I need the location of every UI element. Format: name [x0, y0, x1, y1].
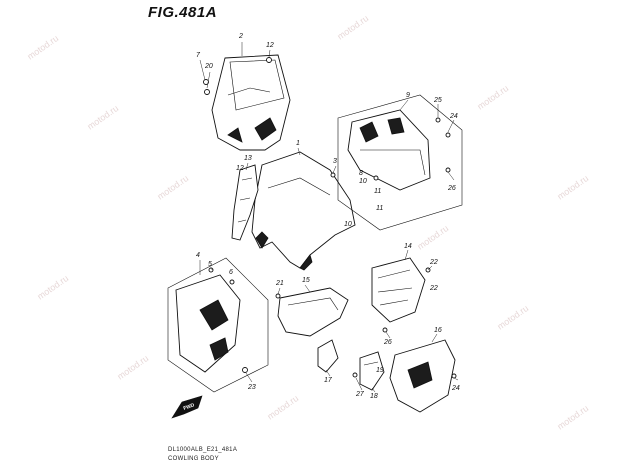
- callout-11: 11: [374, 188, 381, 195]
- callout-8: 8: [359, 170, 363, 177]
- side-bracket-part: [231, 164, 259, 241]
- windscreen-part: [211, 54, 291, 151]
- callout-labels: 1 2 3 4 5 6 7 8 9 10 11 12 13 14 15 16 1…: [196, 33, 460, 400]
- watermark-text: motod.ru: [415, 223, 450, 252]
- callout-5: 5: [208, 261, 212, 268]
- watermark-text: motod.ru: [265, 393, 300, 422]
- fwd-label: FWD: [183, 402, 196, 412]
- watermark-text: motod.ru: [555, 173, 590, 202]
- callout-12: 12: [266, 42, 274, 49]
- callout-10b: 10: [344, 221, 352, 228]
- callout-14: 14: [404, 243, 412, 250]
- callout-27: 27: [355, 391, 365, 398]
- callout-4: 4: [196, 252, 200, 259]
- model-code: DL1000ALB_E21_481A: [168, 447, 238, 453]
- callout-17: 17: [324, 377, 333, 384]
- leader-lines: [199, 42, 459, 393]
- callout-22: 22: [429, 259, 438, 266]
- callout-1: 1: [296, 140, 300, 147]
- watermark-text: motod.ru: [35, 273, 70, 302]
- watermark-text: motod.ru: [85, 103, 120, 132]
- watermark-text: motod.ru: [475, 83, 510, 112]
- side-cover-left-part: [277, 287, 349, 337]
- callout-18: 18: [370, 393, 378, 400]
- watermark-text: motod.ru: [495, 303, 530, 332]
- callout-19: 19: [376, 367, 384, 374]
- watermark-text: motod.ru: [155, 173, 190, 202]
- callout-6: 6: [229, 269, 233, 276]
- callout-12b: 12: [236, 165, 244, 172]
- watermark-text: motod.ru: [335, 13, 370, 42]
- callout-2: 2: [238, 33, 243, 40]
- callout-23: 23: [247, 384, 256, 391]
- fwd-arrow-icon: FWD: [171, 395, 203, 419]
- meter-panel-part: [337, 94, 463, 231]
- callout-24b: 24: [451, 385, 460, 392]
- callout-9: 9: [406, 92, 410, 99]
- callout-15: 15: [302, 277, 310, 284]
- callout-7: 7: [196, 52, 201, 59]
- callout-11b: 11: [376, 205, 383, 212]
- figure-title: FIG.481A: [148, 4, 218, 21]
- watermark-text: motod.ru: [115, 353, 150, 382]
- callout-22b: 22: [429, 285, 438, 292]
- watermark-text: motod.ru: [25, 33, 60, 62]
- figure-name: COWLING BODY: [168, 456, 219, 462]
- callout-26: 26: [383, 339, 392, 346]
- callout-21: 21: [275, 280, 284, 287]
- bracket-17-part: [317, 339, 339, 373]
- callout-20: 20: [204, 63, 213, 70]
- callout-26b: 26: [447, 185, 456, 192]
- watermark-text: motod.ru: [555, 403, 590, 432]
- callout-16: 16: [434, 327, 442, 334]
- callout-10: 10: [359, 178, 367, 185]
- bracket-18-part: [359, 351, 385, 391]
- callout-3: 3: [333, 158, 337, 165]
- side-cover-right-part: [371, 257, 426, 323]
- front-cowl-part: [251, 151, 356, 271]
- inner-cover-part: [167, 257, 269, 393]
- callout-13: 13: [244, 155, 252, 162]
- lower-cover-part: [389, 339, 456, 413]
- callout-25: 25: [433, 97, 442, 104]
- callout-24: 24: [449, 113, 458, 120]
